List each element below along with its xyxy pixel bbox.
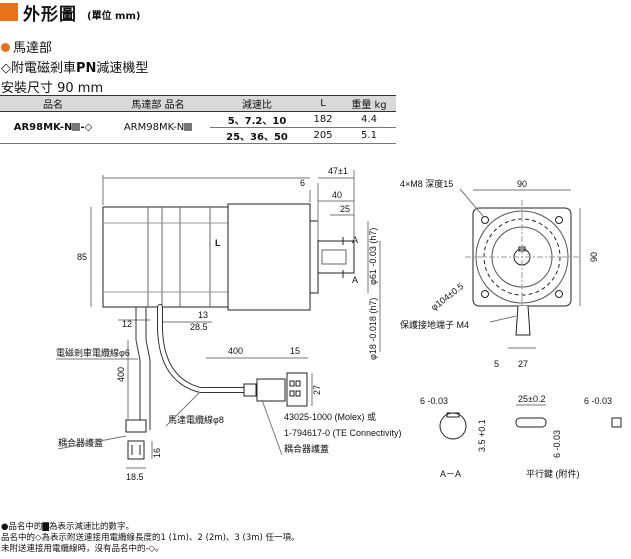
- ratio-placeholder-icon: [72, 123, 81, 131]
- gearhead-body: [227, 203, 311, 311]
- ratio-cell: 25、36、50: [210, 127, 304, 144]
- svg-text:40: 40: [332, 190, 342, 200]
- svg-text:5: 5: [494, 359, 499, 369]
- motor-body: [102, 206, 229, 308]
- svg-text:43025-1000 (Molex) 或: 43025-1000 (Molex) 或: [284, 411, 376, 422]
- motor-cell: ARM98MK-N: [106, 111, 210, 144]
- svg-text:15: 15: [290, 346, 300, 356]
- table-header-row: 品名 馬達部 品名 減速比 L 重量 kg: [0, 95, 396, 112]
- parallel-key: 25±0.2 6 -0.03 6 -0.03 平行鍵 (附件): [515, 394, 622, 479]
- footnotes: ●品名中的▇為表示減速比的數字。 品名中的◇為表示附送連接用電纜線長度的1 (1…: [1, 522, 300, 555]
- header-accent-square: [0, 3, 18, 21]
- svg-text:400: 400: [116, 367, 126, 382]
- svg-text:85: 85: [77, 252, 87, 262]
- L-cell: 182: [304, 111, 342, 128]
- motor-cable-label: 馬達電纜線φ8: [168, 414, 224, 425]
- col-model: 品名: [0, 95, 106, 112]
- connector-face: [286, 372, 308, 407]
- svg-text:90: 90: [589, 252, 599, 262]
- col-L: L: [304, 95, 342, 112]
- small-connector: [127, 440, 145, 460]
- model-cell: AR98MK-N-◇: [0, 111, 106, 144]
- svg-text:27: 27: [518, 359, 528, 369]
- dim-47: 47±1: [328, 166, 348, 176]
- spec-table: 品名 馬達部 品名 減速比 L 重量 kg AR98MK-N-◇ ARM98MK…: [0, 95, 396, 144]
- pcd-label: φ104±0.5: [429, 281, 465, 312]
- svg-text:18.5: 18.5: [126, 472, 144, 482]
- coupler-label-2: 耦合器護蓋: [284, 443, 329, 454]
- side-view: A A 47±1 6 40 25 L 85 φ61 -0.03 (h7) φ18…: [77, 166, 381, 360]
- svg-text:φ61 -0.03 (h7): φ61 -0.03 (h7): [368, 228, 378, 285]
- output-shaft: [317, 240, 355, 274]
- section-header: 外形圖 (單位 mm): [0, 0, 141, 25]
- note-line: ●品名中的▇為表示減速比的數字。: [1, 522, 134, 532]
- svg-text:25±0.2: 25±0.2: [518, 394, 545, 404]
- mount-size: 安裝尺寸 90 mm: [1, 81, 104, 96]
- coupler-label-1: 耦合器護蓋: [58, 437, 103, 448]
- table-row: 25、36、50 205 5.1: [0, 127, 396, 144]
- svg-text:90: 90: [517, 179, 527, 189]
- svg-text:12: 12: [122, 319, 132, 329]
- svg-text:28.5: 28.5: [190, 322, 208, 332]
- col-ratio: 減速比: [210, 95, 304, 112]
- L-cell: 205: [304, 127, 342, 144]
- svg-text:6 -0.03: 6 -0.03: [420, 396, 448, 406]
- svg-text:1-794617-0 (TE Connectivity): 1-794617-0 (TE Connectivity): [284, 428, 402, 438]
- ratio-placeholder-icon: [184, 123, 193, 131]
- section-aa: 6 -0.03 3.5 +0.1 A－A: [420, 396, 487, 479]
- cable-assembly: 400 400 15 27 16 18.5 電磁剎車電纜線φ6 馬達電纜線φ8 …: [56, 304, 402, 482]
- unit-label: (單位 mm): [87, 10, 141, 22]
- ratio-cell: 5、7.2、10: [210, 111, 304, 128]
- svg-text:13: 13: [198, 310, 208, 320]
- svg-text:φ18 -0.018 (h7): φ18 -0.018 (h7): [368, 298, 378, 360]
- front-view: 90 90 4×M8 深度15 φ104±0.5 保護接地端子 M4 27 5: [400, 178, 599, 369]
- weight-cell: 5.1: [342, 127, 396, 144]
- brake-heading: ◇附電磁剎車PN減速機型: [1, 61, 149, 76]
- holes-label: 4×M8 深度15: [400, 178, 453, 189]
- section-aa-label: A－A: [440, 469, 461, 479]
- brake-cable-label: 電磁剎車電纜線φ6: [56, 347, 130, 358]
- note-line: 品名中的◇為表示附送連接用電纜線長度的1 (1m)、2 (2m)、3 (3m) …: [1, 533, 300, 543]
- motor-heading: 馬達部: [1, 37, 52, 56]
- svg-text:25: 25: [340, 204, 350, 214]
- weight-cell: 4.4: [342, 111, 396, 128]
- svg-text:400: 400: [228, 346, 243, 356]
- svg-text:6 -0.03: 6 -0.03: [552, 430, 562, 458]
- connector-body: [256, 378, 286, 402]
- dim-L: L: [215, 238, 221, 248]
- svg-text:6 -0.03: 6 -0.03: [584, 396, 612, 406]
- page-title: 外形圖: [23, 4, 77, 25]
- pilot: [309, 220, 319, 294]
- svg-text:A: A: [352, 235, 358, 245]
- svg-text:16: 16: [152, 448, 162, 458]
- col-motor: 馬達部 品名: [106, 95, 210, 112]
- key-label: 平行鍵 (附件): [526, 468, 580, 479]
- ground-label: 保護接地端子 M4: [400, 319, 469, 330]
- svg-text:A: A: [352, 275, 358, 285]
- bullet-icon: [1, 43, 10, 52]
- col-weight: 重量 kg: [342, 95, 396, 112]
- note-line: 未附送連接用電纜線時，沒有品名中的-◇。: [1, 544, 164, 554]
- svg-text:6: 6: [300, 178, 305, 188]
- svg-text:27: 27: [312, 385, 322, 395]
- table-row: AR98MK-N-◇ ARM98MK-N 5、7.2、10 182 4.4: [0, 111, 396, 144]
- svg-text:3.5 +0.1: 3.5 +0.1: [477, 419, 487, 452]
